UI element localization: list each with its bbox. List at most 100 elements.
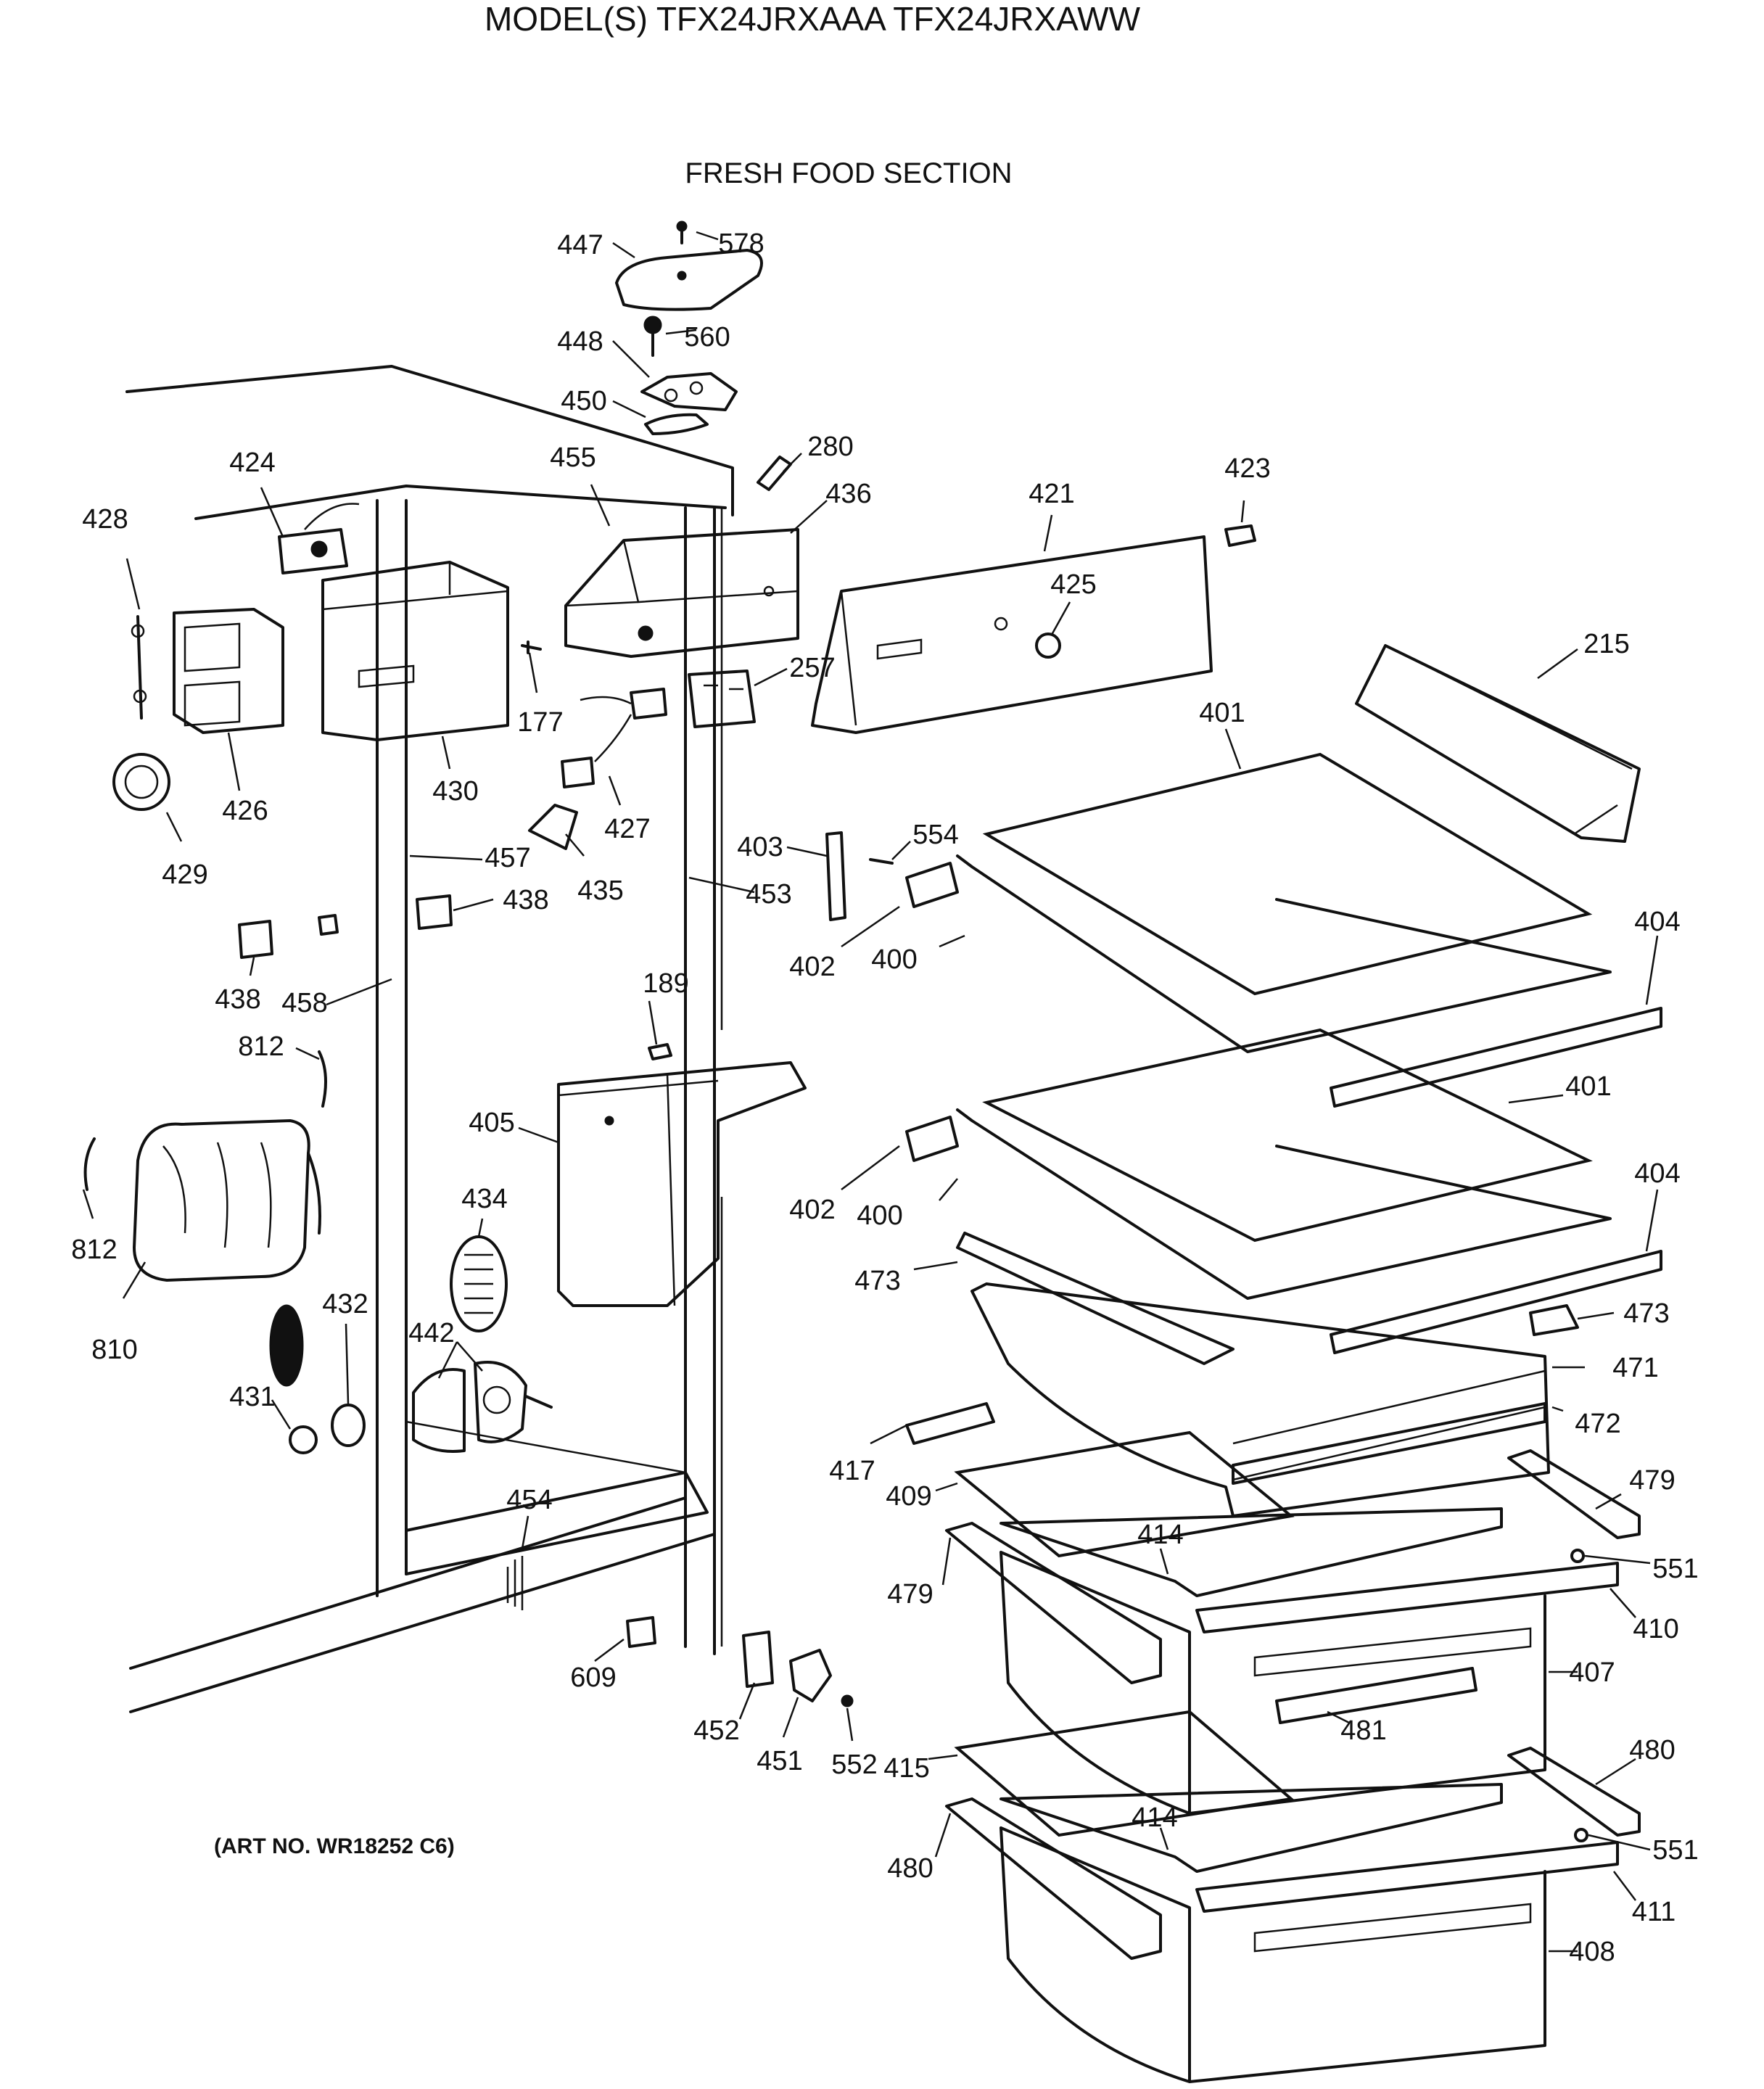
callout-403: 403	[737, 832, 783, 862]
pan-front-411	[1195, 1841, 1619, 1913]
shelf-frame-400-upper	[956, 854, 1612, 1053]
callout-400-lower: 400	[857, 1200, 902, 1231]
thermostat-429	[112, 753, 170, 811]
callout-812-lower: 812	[71, 1235, 117, 1265]
callout-434: 434	[461, 1184, 507, 1214]
callout-431: 431	[229, 1382, 275, 1412]
light-shield-434	[450, 1235, 508, 1332]
callout-473-right: 473	[1623, 1298, 1669, 1329]
slide-480-right	[1507, 1747, 1641, 1837]
light-housing-436	[564, 528, 799, 658]
knob-425	[1035, 633, 1061, 659]
callout-473-left: 473	[854, 1266, 900, 1296]
callout-424: 424	[229, 448, 275, 478]
callout-457: 457	[485, 843, 530, 873]
light-bulb-cover-431	[269, 1304, 318, 1454]
leader-lines	[82, 231, 1659, 1953]
damper-609	[626, 1616, 656, 1648]
air-duct-426	[173, 608, 284, 734]
glass-shelf-401-upper	[982, 752, 1593, 996]
screw-560	[643, 316, 662, 357]
callout-428: 428	[82, 504, 128, 535]
clip-189	[648, 1043, 672, 1060]
hinge-bracket-452	[742, 1631, 774, 1688]
top-hinge-cover-447	[615, 249, 763, 311]
glass-cover-415	[954, 1710, 1295, 1837]
capillary-tube-428	[131, 615, 147, 720]
top-hinge-448	[640, 372, 738, 411]
shelf-trim-404-upper	[1330, 1007, 1662, 1108]
callout-552: 552	[831, 1750, 877, 1780]
callout-436: 436	[825, 479, 871, 509]
callout-415: 415	[883, 1753, 929, 1784]
cabinet-outline	[125, 365, 734, 1713]
timer-257	[688, 669, 756, 728]
screw-177	[521, 640, 542, 654]
light-socket-435	[528, 804, 578, 850]
callout-472: 472	[1575, 1409, 1620, 1439]
callout-458: 458	[281, 988, 327, 1018]
screw-551-lower	[1574, 1828, 1588, 1842]
callout-257: 257	[789, 653, 835, 683]
crisper-drawer-408	[1000, 1826, 1546, 2083]
callout-411: 411	[1632, 1897, 1676, 1927]
slide-479-left	[945, 1522, 1162, 1684]
callout-280: 280	[807, 432, 853, 462]
spacer-432	[331, 1404, 366, 1447]
cap-280	[757, 456, 792, 491]
switch-438-left	[238, 920, 273, 959]
callout-425: 425	[1050, 569, 1096, 600]
control-housing-430	[321, 561, 509, 741]
lens-458	[318, 914, 339, 936]
model-title: MODEL(S) TFX24JRXAAA TFX24JRXAWW	[485, 0, 1141, 38]
callout-430: 430	[432, 776, 478, 807]
art-number: (ART NO. WR18252 C6)	[214, 1834, 455, 1858]
callout-402-upper: 402	[789, 952, 835, 982]
hinge-shim-450	[644, 413, 709, 435]
cover-405	[557, 1061, 807, 1307]
crisper-cover-414-lower	[1000, 1783, 1503, 1873]
callout-401-upper: 401	[1199, 698, 1245, 728]
callout-400-upper: 400	[871, 944, 917, 975]
slide-479-right	[1507, 1449, 1641, 1539]
callout-471: 471	[1612, 1353, 1658, 1383]
callout-417: 417	[829, 1456, 875, 1486]
callout-479-left: 479	[887, 1579, 933, 1610]
callout-432: 432	[322, 1289, 368, 1319]
support-473-right	[1529, 1304, 1579, 1336]
callout-215: 215	[1583, 629, 1629, 659]
screw-551-upper	[1570, 1549, 1585, 1563]
callout-407: 407	[1569, 1657, 1615, 1688]
callout-447: 447	[557, 230, 603, 260]
callout-409: 409	[886, 1481, 931, 1512]
meat-pan-cover-473	[956, 1232, 1235, 1365]
callout-177: 177	[517, 707, 563, 738]
callout-480-left: 480	[887, 1853, 933, 1884]
callout-812-upper: 812	[238, 1031, 284, 1062]
callout-810: 810	[91, 1335, 137, 1365]
pan-front-410	[1195, 1562, 1619, 1633]
switch-438-upper	[416, 894, 453, 930]
deli-bin-215	[1355, 644, 1641, 843]
shelf-track-403	[825, 831, 846, 921]
callout-404-lower: 404	[1634, 1158, 1680, 1189]
callout-402-lower: 402	[789, 1195, 835, 1225]
screw-552	[841, 1694, 854, 1707]
shelf-support-402-lower	[905, 1116, 959, 1162]
slide-480-left	[945, 1797, 1162, 1960]
callout-551-upper: 551	[1652, 1554, 1698, 1584]
callout-421: 421	[1029, 479, 1074, 509]
callout-450: 450	[561, 386, 606, 416]
callout-404-upper: 404	[1634, 907, 1680, 937]
callout-481: 481	[1340, 1715, 1386, 1746]
glass-cover-409	[954, 1430, 1295, 1558]
pan-front-472	[1232, 1402, 1546, 1485]
cap-423	[1224, 524, 1256, 547]
callout-480-right: 480	[1629, 1735, 1675, 1765]
callout-609: 609	[570, 1662, 616, 1693]
trim-421	[811, 535, 1213, 734]
wire-harness-427	[561, 688, 667, 788]
damper-control-424	[278, 503, 360, 574]
lower-hinge-451	[789, 1649, 832, 1702]
